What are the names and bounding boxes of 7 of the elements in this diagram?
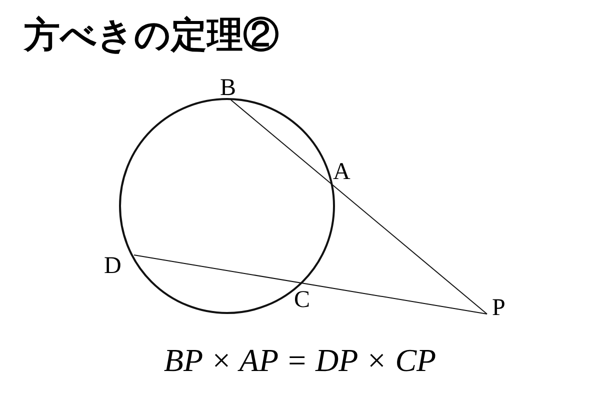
point-label: D bbox=[104, 254, 122, 278]
point-label: A bbox=[333, 160, 350, 184]
formula: BP × AP = DP × CP bbox=[162, 341, 438, 380]
point-label: B bbox=[220, 76, 236, 100]
title: 方べきの定理② bbox=[24, 13, 279, 57]
point-label: P bbox=[492, 296, 506, 320]
point-label: C bbox=[294, 288, 310, 312]
